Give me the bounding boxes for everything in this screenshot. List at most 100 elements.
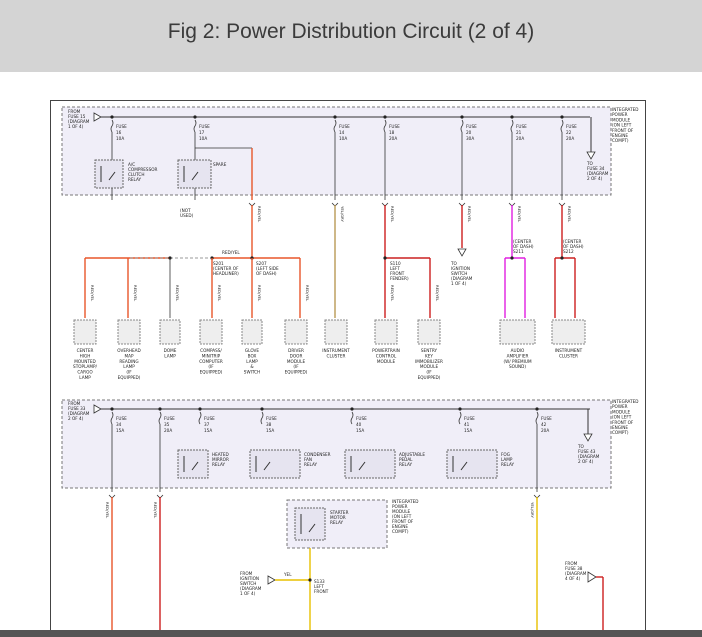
relay-switch-icon xyxy=(460,461,468,471)
top-fuse-amp: 20A xyxy=(516,136,524,141)
s211-dot xyxy=(510,256,514,260)
top-to-label: TO xyxy=(586,161,594,166)
bottom-to-label: FUSE 43 xyxy=(578,449,596,454)
heated-mirror-relay-box xyxy=(177,449,209,479)
bottom-bus-dot xyxy=(158,407,162,411)
s212-label: (CENTER xyxy=(563,239,582,244)
starter-relay-label: RELAY xyxy=(330,520,344,525)
top-fuse-number: 21 xyxy=(516,130,522,135)
bottom-fuse-name: FUSE xyxy=(464,416,475,421)
bottom-fuse-name: FUSE xyxy=(266,416,277,421)
bottom-fuse-symbol xyxy=(110,411,114,425)
bottom-module-label: INTEGRATED xyxy=(612,399,639,404)
load-label: (IF xyxy=(208,364,214,369)
s212-dot xyxy=(560,256,564,260)
load-label: AUDIO xyxy=(511,348,525,353)
load-component-box xyxy=(73,319,97,345)
load-label: MODULE xyxy=(420,364,439,369)
top-from-label: FROM xyxy=(68,109,81,114)
top-from-arrow-icon xyxy=(93,112,102,122)
s207-label: OF DASH) xyxy=(256,271,277,276)
wire-color-label: RED/YEL xyxy=(257,206,262,223)
top-fuse-amp: 10A xyxy=(199,136,207,141)
from-ignition-label: IGNITION xyxy=(240,576,259,581)
load-component-box xyxy=(551,319,586,345)
load-component-box xyxy=(374,319,398,345)
top-to-label: 2 OF 4) xyxy=(587,176,603,181)
fog-lamp-relay-label: RELAY xyxy=(501,462,515,467)
bottom-bus-dot xyxy=(110,407,114,411)
load-label: SWITCH xyxy=(244,370,260,375)
top-fuse-symbol xyxy=(460,119,464,133)
load-label: CENTER xyxy=(77,348,94,353)
load-label: DRIVER xyxy=(288,348,304,353)
condenser-fan-relay-label: RELAY xyxy=(304,462,318,467)
load-label: INSTRUMENT xyxy=(322,348,350,353)
to-ignition-label: TO xyxy=(450,261,458,266)
load-label: CLUSTER xyxy=(327,353,346,358)
yel-label: YEL xyxy=(283,572,292,577)
wire-color-label: RED/YEL xyxy=(435,285,440,302)
top-fuse-number: 20 xyxy=(466,130,472,135)
relay-switch-icon xyxy=(308,523,316,533)
top-power-module xyxy=(61,106,612,196)
bottom-fuse-symbol xyxy=(350,411,354,425)
s133-label: S133 xyxy=(314,579,325,584)
ac-relay-label: COMPRESSOR xyxy=(128,167,158,172)
bottom-fuse-symbol xyxy=(458,411,462,425)
s201-label: (CENTER OF xyxy=(213,266,239,271)
top-fuse-symbol xyxy=(193,119,197,133)
from-ignition-label: 1 OF 4) xyxy=(240,591,256,596)
load-label: CARGO xyxy=(77,370,93,375)
s110-label: FRONT xyxy=(390,271,405,276)
top-module-label: POWER xyxy=(612,112,628,117)
wire-color-label: RED/YEL xyxy=(153,502,158,519)
bottom-from-arrow-icon xyxy=(93,404,102,414)
bottom-fuse-number: 40 xyxy=(356,422,362,427)
s207-label: (LEFT SIDE xyxy=(256,266,279,271)
bottom-to-label: 2 OF 4) xyxy=(578,459,594,464)
bottom-bus-dot xyxy=(458,407,462,411)
load-label: IMMOBILIZER xyxy=(415,359,443,364)
bottom-fuse-amp: 20A xyxy=(164,428,172,433)
load-label: COMPUTER xyxy=(199,359,223,364)
relay-switch-icon xyxy=(191,461,199,471)
load-label: READING xyxy=(119,359,138,364)
top-module-label: INTEGRATED xyxy=(612,107,639,112)
load-label: STOPLAMP/ xyxy=(73,364,97,369)
starter-module-label: POWER xyxy=(392,504,408,509)
bottom-fuse-name: FUSE xyxy=(541,416,552,421)
from-fuse38-label: FUSE 38 xyxy=(565,566,583,571)
header-bar: Fig 2: Power Distribution Circuit (2 of … xyxy=(0,0,702,72)
spare-relay-label: SPARE xyxy=(213,162,227,167)
top-fuse-amp: 20A xyxy=(566,136,574,141)
condenser-fan-relay-label: FAN xyxy=(304,457,312,462)
to-ignition-label: IGNITION xyxy=(451,266,470,271)
top-fuse-number: 16 xyxy=(116,130,122,135)
from-ignition-label: SWITCH xyxy=(240,581,256,586)
load-label: MODULE xyxy=(377,359,396,364)
load-component-box xyxy=(417,319,441,345)
load-label: LAMP xyxy=(164,353,176,358)
top-fuse-number: 14 xyxy=(339,130,345,135)
bottom-fuse-number: 37 xyxy=(204,422,210,427)
load-label: (IF xyxy=(293,364,299,369)
top-bus-dot xyxy=(510,115,514,119)
load-label: LAMP xyxy=(79,375,91,380)
load-label: EQUIPPED) xyxy=(418,375,441,380)
top-fuse-name: FUSE xyxy=(199,124,210,129)
bottom-fuse-amp: 15A xyxy=(204,428,212,433)
s211-label: (CENTER xyxy=(513,239,532,244)
bottom-fuse-number: 38 xyxy=(266,422,272,427)
spare-relay-box xyxy=(177,159,212,189)
bottom-fuse-amp: 20A xyxy=(541,428,549,433)
wire-color-label: RED/YEL xyxy=(257,285,262,302)
load-label: CONTROL xyxy=(376,353,397,358)
footer-strip xyxy=(0,630,702,637)
bottom-fuse-name: FUSE xyxy=(204,416,215,421)
s110-label: S110 xyxy=(390,261,401,266)
top-fuse-name: FUSE xyxy=(516,124,527,129)
bottom-fuse-symbol xyxy=(535,411,539,425)
wire-color-label: RED/YEL xyxy=(105,502,110,519)
top-fuse-number: 17 xyxy=(199,130,205,135)
